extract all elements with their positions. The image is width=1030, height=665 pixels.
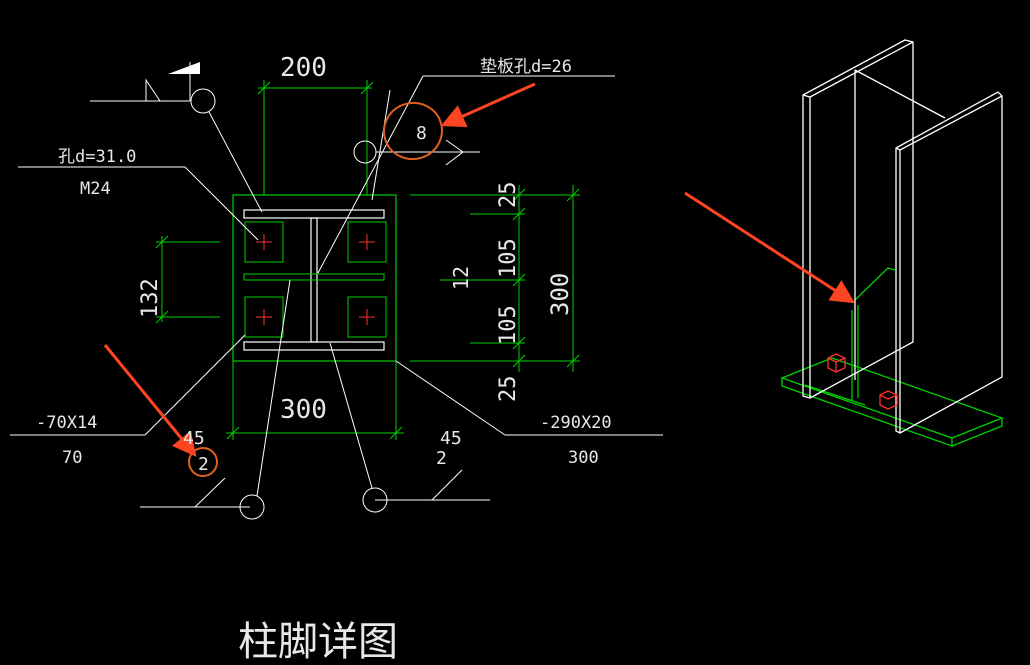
washer-plate-tl <box>244 221 284 263</box>
bolt-hole-centers <box>256 234 375 325</box>
washer-plate-bl <box>244 296 284 338</box>
bottom-flange <box>243 341 385 351</box>
washer-plate-tr <box>347 221 387 263</box>
dim-top-200: 200 <box>280 53 327 83</box>
top-flange <box>243 209 385 219</box>
callout-circle-weld <box>188 447 218 477</box>
circle-number-8: 8 <box>416 123 427 144</box>
weld-left-count: 2 <box>198 454 209 475</box>
dim-25-top: 25 <box>496 182 521 209</box>
front-flange <box>895 91 1003 434</box>
weld-right-size: 45 <box>440 428 462 449</box>
weld-left-size: 45 <box>183 428 205 449</box>
isometric-column-view <box>780 39 1004 447</box>
dim-12: 12 <box>449 266 473 290</box>
pad-hole-label: 垫板孔d=26 <box>480 57 572 77</box>
red-annotations <box>103 82 856 477</box>
drawing-title: 柱脚详图 <box>238 619 398 665</box>
back-flange <box>802 39 914 399</box>
callout-circle-8 <box>383 101 443 161</box>
dim-300-vertical: 300 <box>546 273 574 316</box>
dim-bottom-300: 300 <box>280 395 327 425</box>
iso-bolts <box>827 353 898 410</box>
plate-left-width: 70 <box>62 448 82 468</box>
bolt-hole-label: 孔d=31.0 <box>58 147 136 167</box>
iso-base-plate <box>780 267 1004 447</box>
dimension-lines <box>155 80 580 440</box>
red-arrow-left <box>103 344 197 457</box>
base-plate-outline <box>232 194 397 362</box>
weld-right-count: 2 <box>436 448 447 469</box>
base-plate-plan <box>232 194 397 362</box>
plate-right-spec: -290X20 <box>540 413 612 433</box>
dim-105-a: 105 <box>496 238 521 278</box>
red-arrow-top <box>440 82 536 128</box>
field-weld-flag-icon <box>168 62 200 74</box>
text-labels: 200 垫板孔d=26 孔d=31.0 M24 8 25 105 12 300 … <box>36 53 612 665</box>
stiffener-strip <box>243 273 385 281</box>
red-arrow-3d <box>684 191 856 304</box>
dim-25-bottom: 25 <box>496 376 521 403</box>
bolt-size-label: M24 <box>80 179 111 199</box>
dim-132: 132 <box>138 278 163 318</box>
plate-left-spec: -70X14 <box>36 413 97 433</box>
washer-plate-br <box>347 296 387 338</box>
plate-right-width: 300 <box>568 448 599 468</box>
dim-105-b: 105 <box>496 305 521 345</box>
